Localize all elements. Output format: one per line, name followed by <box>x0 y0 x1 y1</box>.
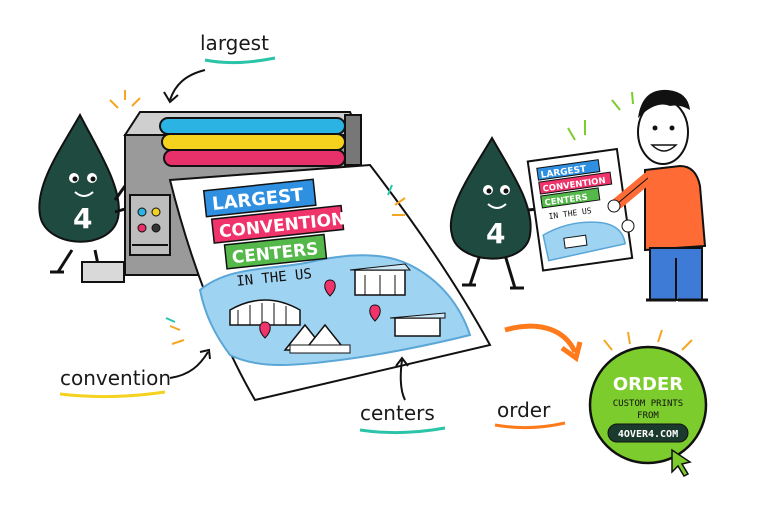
label-underline <box>59 390 166 399</box>
label-largest: largest <box>200 31 269 55</box>
printed-poster: LARGEST CONVENTION CENTERS IN THE US <box>168 163 492 402</box>
happy-person <box>607 89 708 302</box>
map-pin-icon <box>324 279 336 297</box>
convention-center-building-1 <box>229 299 301 326</box>
arrow-icon <box>169 69 206 101</box>
convention-center-building-3 <box>283 323 351 354</box>
banner-largest <box>202 178 317 218</box>
orange-arrow-icon <box>504 323 578 354</box>
left-ink-drop-mascot: 4 <box>38 112 146 276</box>
cta-line-2: FROM <box>637 411 659 421</box>
convention-center-building-2 <box>349 263 412 296</box>
ink-block <box>81 261 125 283</box>
cta-site-pill[interactable] <box>607 423 689 443</box>
label-order: order <box>497 398 551 422</box>
label-underline <box>204 56 276 65</box>
held-poster: LARGEST CONVENTION CENTERS IN THE US <box>526 147 634 272</box>
banner-centers <box>223 233 328 270</box>
sparkle-icon <box>109 90 406 345</box>
sparkle-icon <box>165 184 393 323</box>
poster-line-4: IN THE US <box>236 266 313 290</box>
banner-convention <box>210 204 345 244</box>
cyan-roller <box>159 117 346 135</box>
label-centers: centers <box>360 401 435 425</box>
label-underline <box>359 426 446 435</box>
magenta-roller <box>163 149 346 167</box>
map-pin-icon <box>369 304 381 322</box>
cursor-icon <box>671 448 692 477</box>
cta-title: ORDER <box>613 374 683 395</box>
map-pin-icon <box>259 321 271 339</box>
order-cta-badge[interactable]: ORDER CUSTOM PRINTS FROM 4OVER4.COM <box>588 345 708 477</box>
cta-line-1: CUSTOM PRINTS <box>613 399 683 409</box>
sparkle-icon <box>603 329 693 351</box>
arrow-icon <box>399 359 406 401</box>
sparkle-icon <box>567 91 634 141</box>
label-underline <box>494 421 566 430</box>
convention-center-building-4 <box>389 312 446 337</box>
yellow-roller <box>161 133 346 151</box>
label-convention: convention <box>60 366 171 390</box>
cta-site[interactable]: 4OVER4.COM <box>618 429 678 440</box>
left-mascot-number: 4 <box>73 202 92 235</box>
arrow-icon <box>169 351 209 379</box>
right-mascot-number: 4 <box>486 217 505 250</box>
